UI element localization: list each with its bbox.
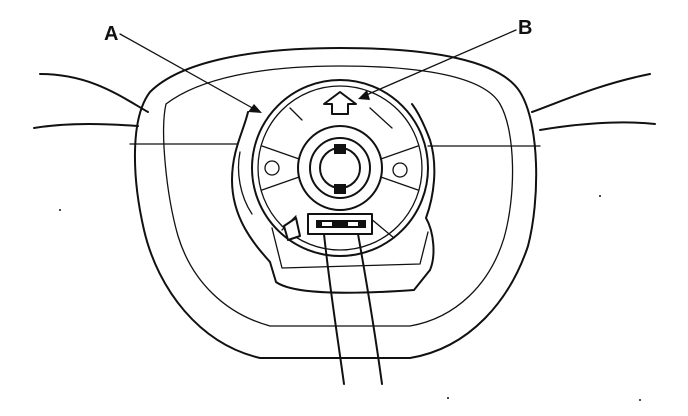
wire-harness [307,213,383,385]
hub-outer-housing [133,47,538,359]
center-hub [297,125,383,211]
callout-a [119,33,262,113]
wheel-spoke-left [33,73,149,129]
hub-recess-edge [237,151,253,215]
reel-hole-right [392,162,408,178]
hub-inner-pad [163,65,514,327]
reel-hole-left [264,160,280,176]
callout-b [358,29,517,100]
alignment-arrow-mark [323,91,357,115]
index-marker [283,217,301,241]
label-b: B [518,17,532,39]
wheel-spoke-right [531,73,656,131]
scan-specks [59,195,641,401]
hub-recess [231,103,436,294]
label-a: A [104,23,118,45]
hub-recess-inner [271,227,429,269]
